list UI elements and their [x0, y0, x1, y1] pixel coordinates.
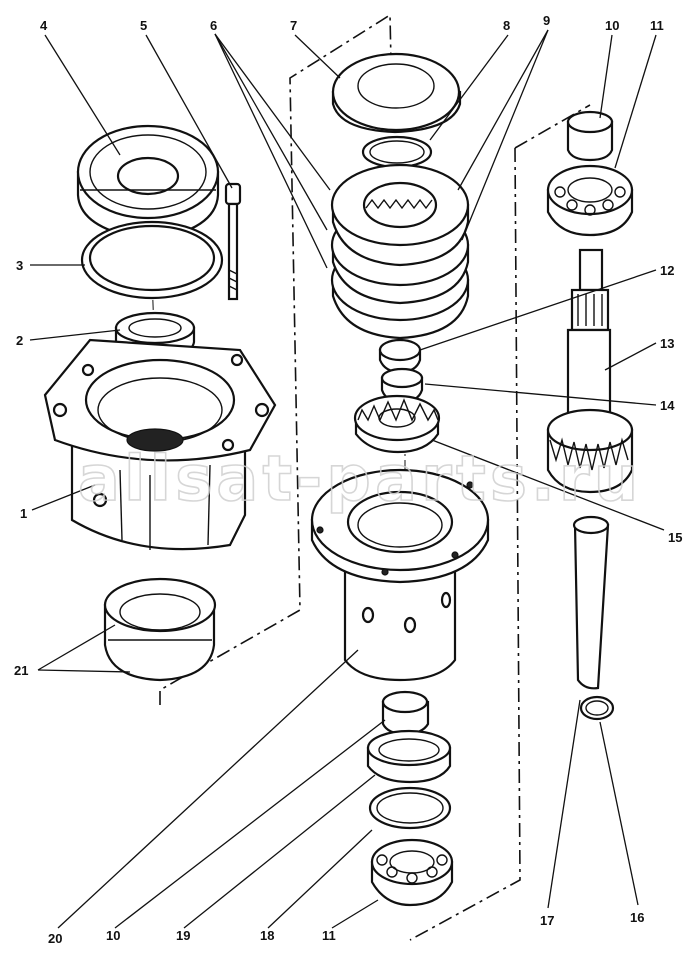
- callout-3: 3: [16, 258, 23, 273]
- callout-17: 17: [540, 913, 554, 928]
- part-13-shaft: [546, 248, 634, 494]
- part-1-housing: [43, 338, 277, 551]
- part-7-washer: [331, 52, 462, 134]
- callout-10-lower: 10: [106, 928, 120, 943]
- callout-10-upper: 10: [605, 18, 619, 33]
- part-11-bearing-lower: [370, 838, 454, 907]
- callout-21: 21: [14, 663, 28, 678]
- part-10-sleeve-upper: [566, 110, 614, 162]
- callout-4: 4: [40, 18, 48, 33]
- part-8-snap-ring: [361, 135, 433, 169]
- callout-9: 9: [543, 13, 550, 28]
- part-10-sleeve-lower: [381, 690, 430, 736]
- part-16-circlip: [579, 695, 615, 721]
- leader-lines: [29, 29, 665, 929]
- part-20-clutch-drum: [310, 468, 490, 682]
- callout-11-upper: 11: [650, 18, 664, 33]
- callout-2: 2: [16, 333, 23, 348]
- callout-6: 6: [210, 18, 217, 33]
- part-11-bearing-upper: [546, 164, 634, 237]
- part-4-piston: [76, 124, 220, 242]
- part-5-bolt: [224, 182, 242, 301]
- callout-labels: 1 2 3 4 5 6 7 8 9 10 11 12 13 14 15 16 1…: [14, 13, 682, 946]
- callout-19: 19: [176, 928, 190, 943]
- callout-5: 5: [140, 18, 147, 33]
- part-18-snap-ring: [368, 786, 452, 830]
- callout-13: 13: [660, 336, 674, 351]
- callout-12: 12: [660, 263, 674, 278]
- part-12-ring: [378, 338, 422, 374]
- part-17-pin: [572, 515, 610, 690]
- part-6-9-clutch-pack: [330, 163, 470, 340]
- watermark-text: allsat-parts.ru: [78, 442, 638, 515]
- callout-8: 8: [503, 18, 510, 33]
- callout-16: 16: [630, 910, 644, 925]
- part-3-seal-ring: [80, 220, 224, 300]
- callout-14: 14: [660, 398, 675, 413]
- callout-20: 20: [48, 931, 62, 946]
- callout-15: 15: [668, 530, 682, 545]
- callout-18: 18: [260, 928, 274, 943]
- callout-7: 7: [290, 18, 297, 33]
- callout-1: 1: [20, 506, 27, 521]
- part-15-gear: [353, 394, 441, 454]
- part-19-bearing-race: [366, 729, 452, 784]
- part-21-bearing: [103, 577, 217, 682]
- callout-11-lower: 11: [322, 928, 336, 943]
